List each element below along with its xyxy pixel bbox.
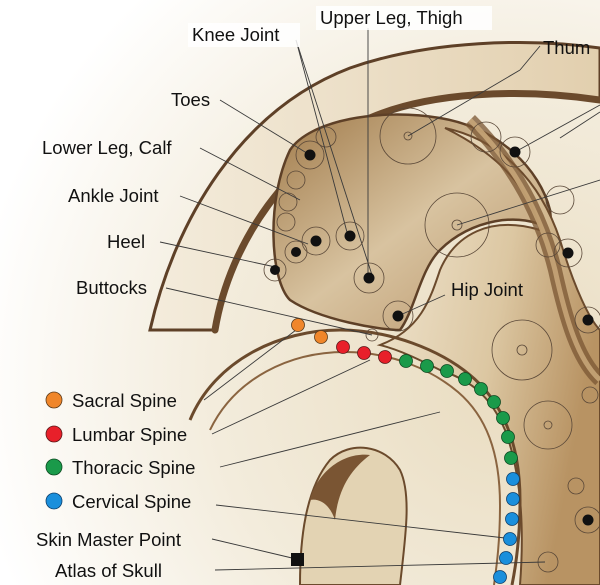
thoracic-point [501, 430, 515, 444]
point-elbow [582, 514, 594, 526]
lumbar-point [357, 346, 371, 360]
point-toes [304, 149, 316, 161]
label-buttocks: Buttocks [76, 277, 147, 298]
lumbar-point [336, 340, 350, 354]
leader-lines [159, 28, 600, 571]
label-hip-joint: Hip Joint [451, 279, 523, 300]
legend-swatch-cervical [45, 492, 63, 510]
label-knee-joint: Knee Joint [192, 24, 279, 45]
label-upper-leg-thigh: Upper Leg, Thigh [320, 7, 463, 28]
thoracic-point [440, 364, 454, 378]
legend-swatch-thoracic [45, 458, 63, 476]
antihelix-edge [188, 328, 522, 585]
spine-legend: Sacral Spine Lumbar Spine Thoracic Spine… [45, 390, 195, 512]
legend-swatch-lumbar [45, 425, 63, 443]
thoracic-point [504, 451, 518, 465]
thoracic-point [474, 382, 488, 396]
sacral-point [314, 330, 328, 344]
cervical-point [506, 472, 520, 486]
legend-swatch-sacral [45, 391, 63, 409]
point-hip-joint [392, 310, 404, 322]
cervical-point [506, 492, 520, 506]
point-ankle [310, 235, 322, 247]
legend-label-thoracic: Thoracic Spine [72, 457, 195, 478]
triangular-fossa [272, 113, 554, 332]
point-upper-leg [363, 272, 375, 284]
skin-master-point-icon [291, 553, 304, 566]
label-atlas-of-skull: Atlas of Skull [55, 560, 162, 581]
label-heel: Heel [107, 231, 145, 252]
lumbar-point [378, 350, 392, 364]
spine-points [291, 318, 520, 584]
point-thumb [509, 146, 521, 158]
cervical-point [499, 551, 513, 565]
thoracic-point [496, 411, 510, 425]
sacral-point [291, 318, 305, 332]
label-lower-leg-calf: Lower Leg, Calf [42, 137, 172, 158]
thoracic-point [420, 359, 434, 373]
label-thumb: Thum [543, 37, 590, 58]
cervical-point [493, 570, 507, 584]
reference-rings [276, 107, 599, 573]
label-toes: Toes [171, 89, 210, 110]
cervical-point [503, 532, 517, 546]
point-finger [562, 247, 574, 259]
legend-label-sacral: Sacral Spine [72, 390, 177, 411]
region-labels: Knee Joint Upper Leg, Thigh Thum Toes Lo… [36, 6, 590, 581]
cervical-point [505, 512, 519, 526]
thoracic-point [458, 372, 472, 386]
acupoints-black [263, 136, 600, 566]
legend-label-lumbar: Lumbar Spine [72, 424, 187, 445]
label-skin-master-point: Skin Master Point [36, 529, 181, 550]
legend-label-cervical: Cervical Spine [72, 491, 191, 512]
tragus-shadow [310, 454, 370, 520]
point-wrist [582, 314, 594, 326]
point-knee [344, 230, 356, 242]
point-buttocks-upper [270, 265, 280, 275]
thoracic-point [487, 395, 501, 409]
thoracic-point [399, 354, 413, 368]
label-ankle-joint: Ankle Joint [68, 185, 159, 206]
point-heel [291, 247, 301, 257]
